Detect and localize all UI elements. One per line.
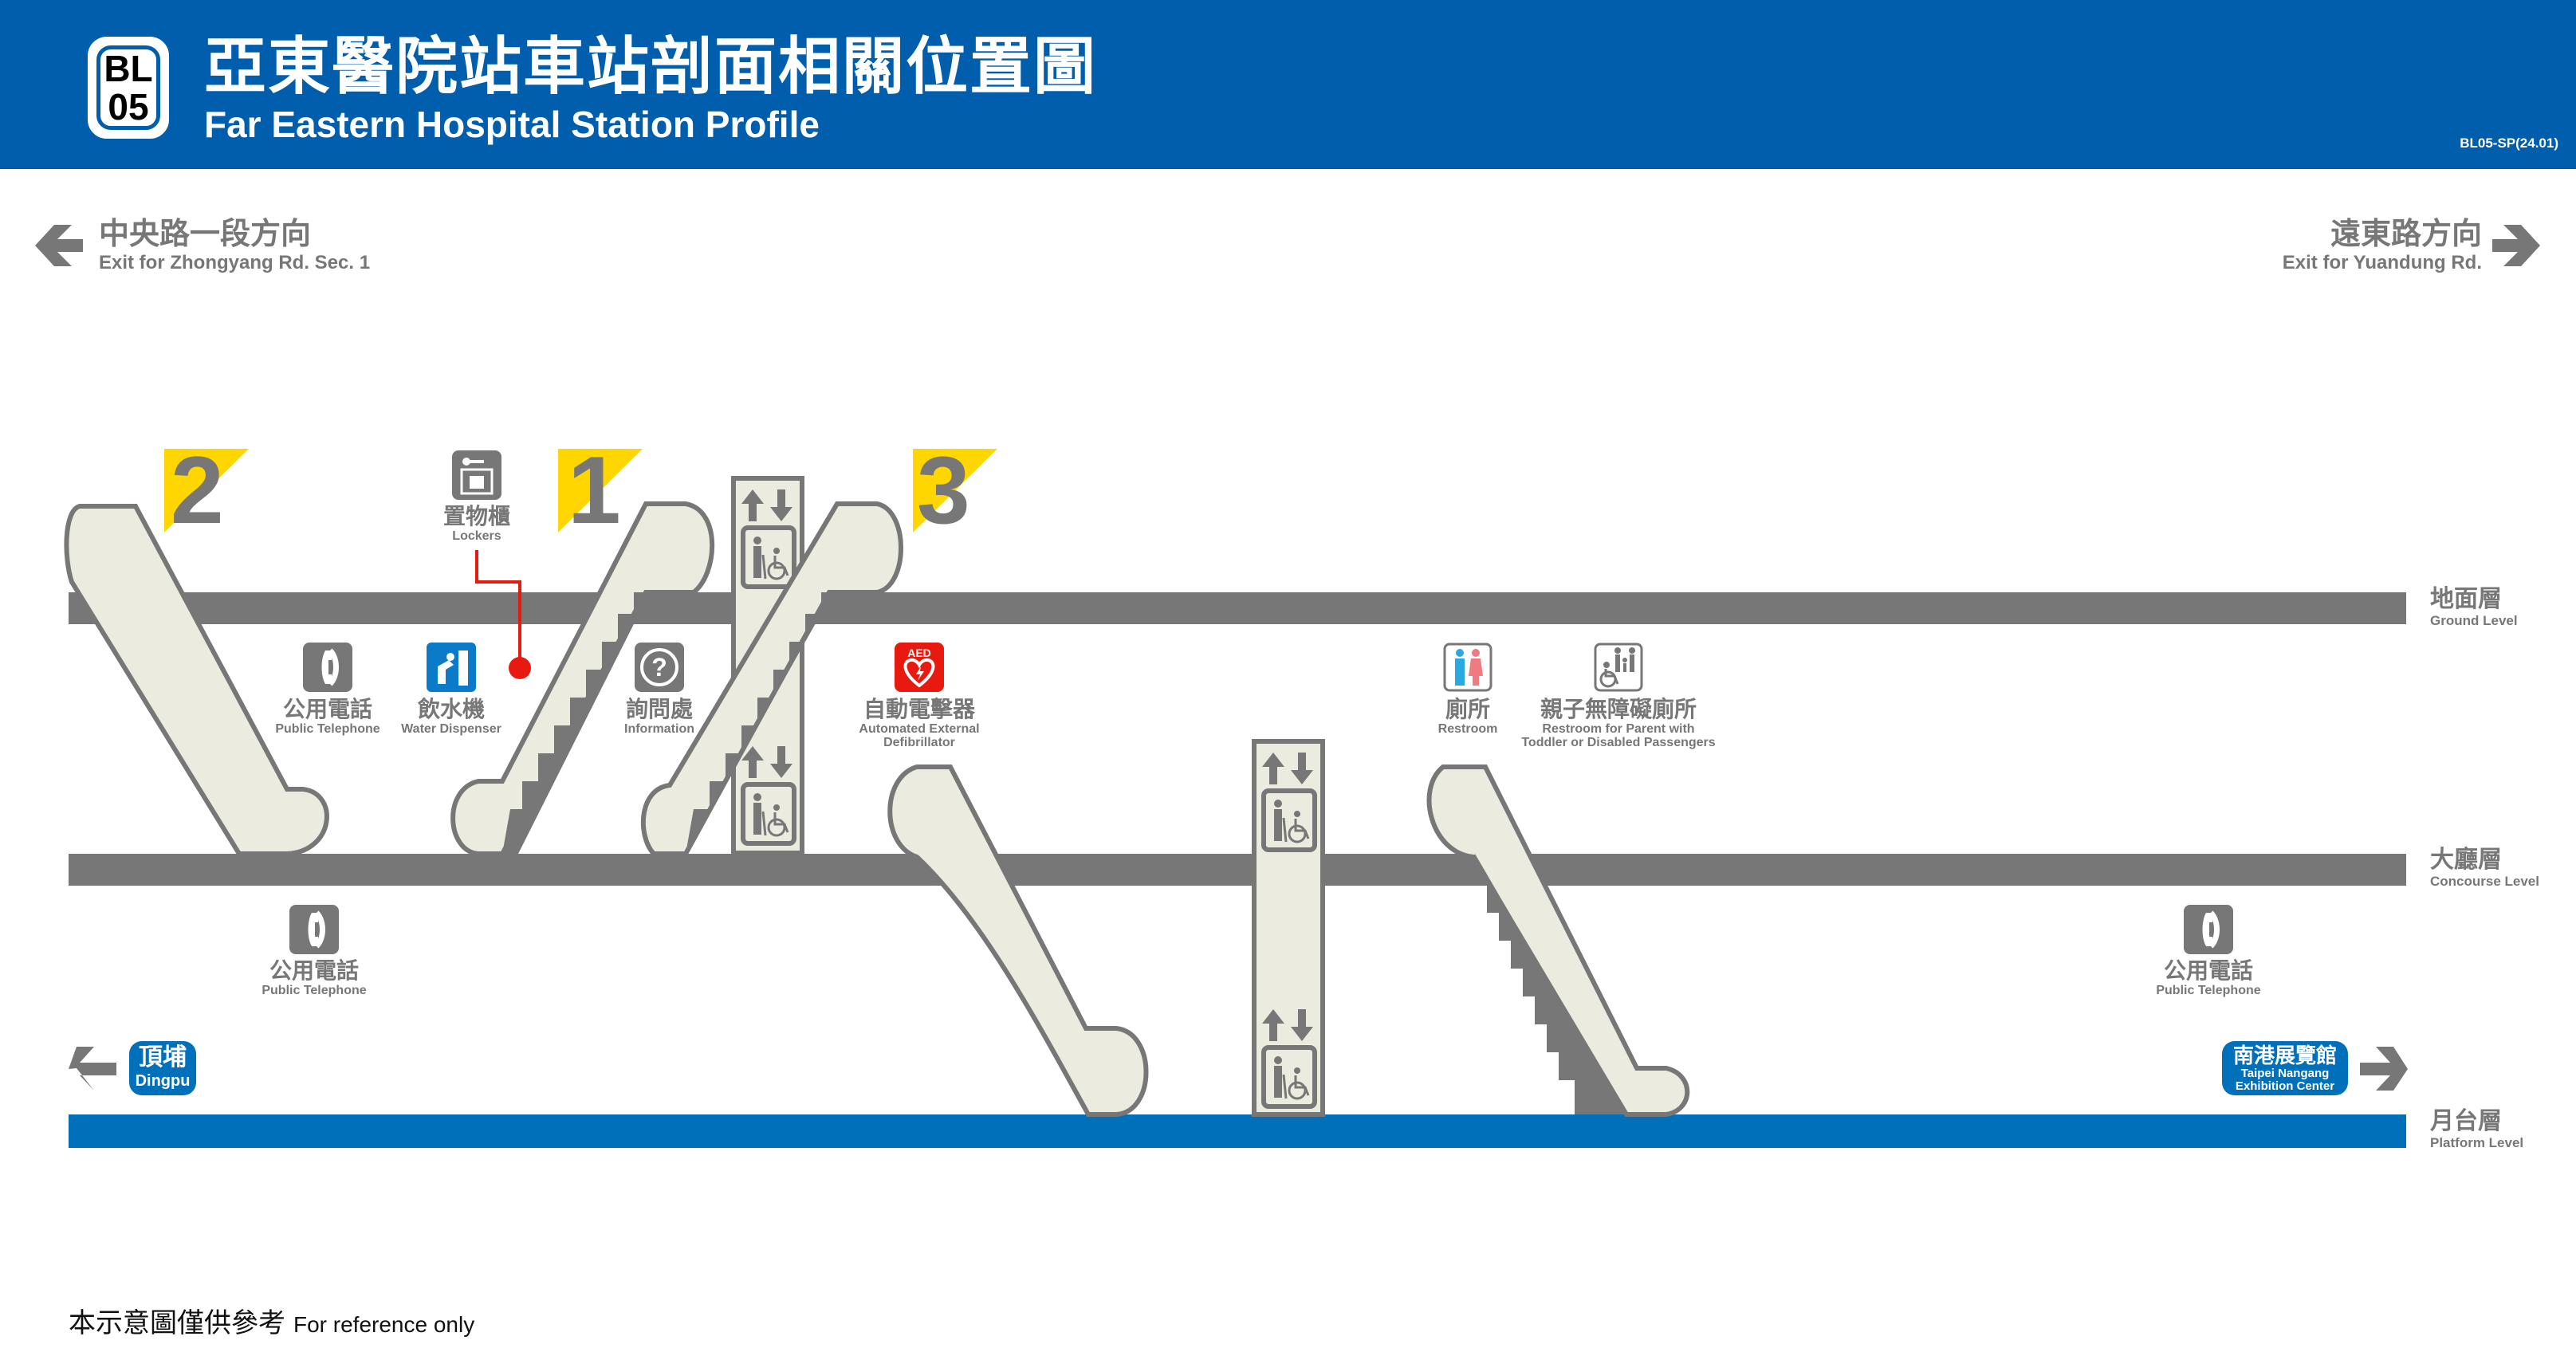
telephone-icon-concourse-right [2184, 905, 2233, 954]
platform-dest-dingpu: 頂埔 Dingpu [129, 1041, 196, 1095]
family-accessible-restroom-icon [1594, 643, 1643, 692]
platform-dest-nangang: 南港展覽館 Taipei Nangang Exhibition Center [2222, 1041, 2348, 1095]
arrow-left-icon [35, 225, 83, 266]
phone-concourse-left-label: 公用電話 Public Telephone [262, 958, 367, 997]
lockers-label: 置物櫃 Lockers [442, 504, 511, 543]
exit-2-number: 2 [171, 437, 224, 544]
exit-2-tag [164, 449, 249, 533]
information-icon: ? [635, 643, 684, 692]
svg-text:AED: AED [907, 647, 931, 659]
information-label: 詢問處 Information [624, 697, 694, 736]
stairs-exit-3 [640, 501, 903, 856]
svg-text:?: ? [651, 653, 667, 682]
water-dispenser-label: 飲水機 Water Dispenser [401, 697, 501, 736]
exit-1-number: 1 [568, 437, 621, 544]
telephone-icon-ground [303, 643, 352, 692]
platform-level-bar [69, 1114, 2406, 1148]
elevator-concourse-platform [1252, 739, 1325, 1117]
exit-3-number: 3 [917, 437, 970, 544]
document-code: BL05-SP(24.01) [2460, 136, 2558, 151]
level-concourse: 大廳層 Concourse Level [2430, 847, 2539, 889]
page-title-en: Far Eastern Hospital Station Profile [204, 104, 820, 145]
level-ground: 地面層 Ground Level [2430, 586, 2518, 628]
station-badge: BL 05 [88, 37, 169, 139]
phone-concourse-right-label: 公用電話 Public Telephone [2156, 958, 2261, 997]
stairs-concourse-platform-right [1426, 764, 1690, 1117]
restroom-label: 廁所 Restroom [1437, 697, 1498, 736]
telephone-icon-concourse-left [289, 905, 339, 954]
level-platform: 月台層 Platform Level [2430, 1108, 2524, 1150]
platform-arrow-right-icon [2360, 1047, 2408, 1091]
concourse-level-bar [69, 854, 2406, 886]
direction-left: 中央路一段方向 Exit for Zhongyang Rd. Sec. 1 [99, 218, 371, 273]
exit-1-tag [558, 449, 643, 533]
line-code: BL [104, 48, 153, 89]
arrow-right-icon [2492, 225, 2540, 266]
page-title-zh: 亞東醫院站車站剖面相關位置圖 [204, 31, 1098, 101]
locker-icon [452, 450, 501, 500]
header-bar: BL 05 亞東醫院站車站剖面相關位置圖 Far Eastern Hospita… [0, 0, 2576, 169]
family-restroom-label: 親子無障礙廁所 Restroom for Parent with Toddler… [1521, 697, 1716, 749]
escalator-exit-2 [64, 504, 329, 856]
aed-label: 自動電擊器 Automated External Defibrillator [859, 697, 980, 749]
restroom-icon [1443, 643, 1493, 692]
ground-level-bar [69, 592, 2406, 624]
aed-icon: AED [895, 643, 944, 692]
stairs-exit-1 [450, 501, 715, 856]
platform-arrow-left-icon [69, 1047, 116, 1091]
locker-locator-line [475, 550, 521, 662]
exit-3-tag [913, 449, 997, 533]
station-number: 05 [108, 86, 149, 128]
water-dispenser-icon [427, 643, 476, 692]
phone-ground-label: 公用電話 Public Telephone [275, 697, 380, 736]
locker-locator-dot [509, 657, 531, 679]
direction-right: 遠東路方向 Exit for Yuandung Rd. [2282, 218, 2482, 273]
escalator-concourse-platform-left [887, 764, 1149, 1117]
